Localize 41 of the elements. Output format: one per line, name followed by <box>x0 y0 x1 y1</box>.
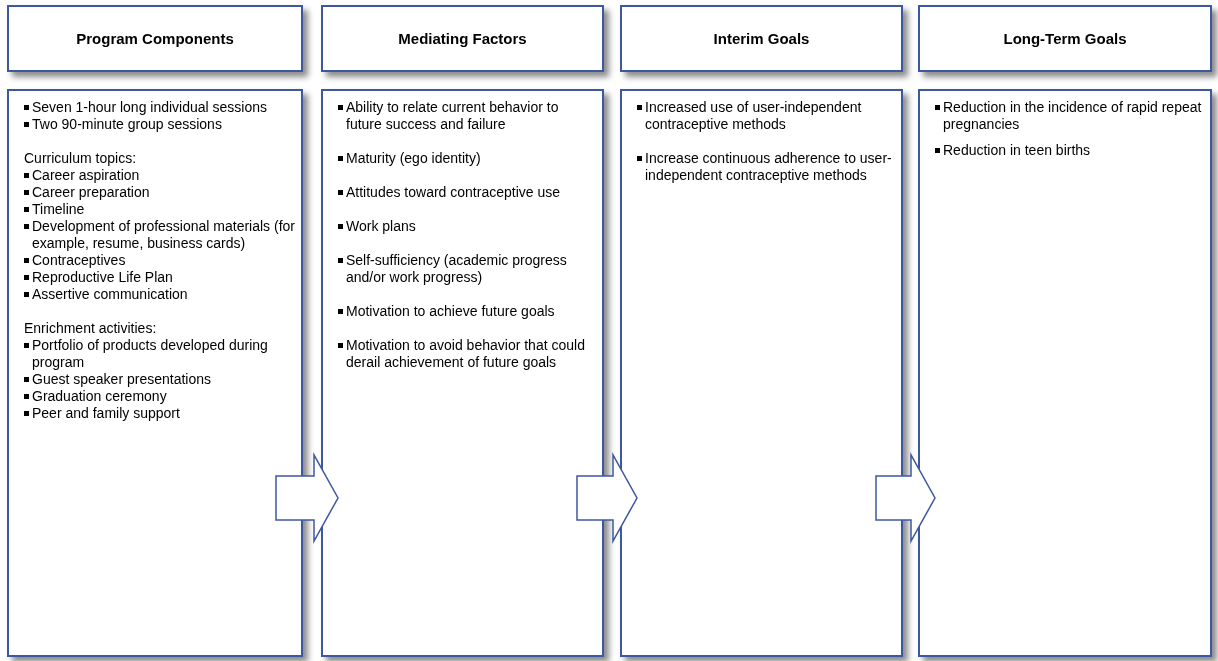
bullet-item: Work plans <box>323 218 596 235</box>
bullet-item: Reduction in teen births <box>920 142 1204 159</box>
block-arrow <box>576 452 638 544</box>
bullet-item: Seven 1-hour long individual sessions <box>9 99 295 116</box>
list-subheading: Curriculum topics: <box>23 150 138 167</box>
bullet-item: Two 90-minute group sessions <box>9 116 295 133</box>
bullet-item: Increase continuous adherence to user-independent contraceptive methods <box>622 150 895 184</box>
column-heading: Interim Goals <box>713 30 810 47</box>
bullet-item: Timeline <box>9 201 295 218</box>
bullet-item: Graduation ceremony <box>9 388 295 405</box>
column-content-box <box>7 89 303 657</box>
list-subheading: Enrichment activities: <box>23 320 158 337</box>
column-heading: Long-Term Goals <box>1003 30 1127 47</box>
bullet-item: Career preparation <box>9 184 295 201</box>
bullet-item: Portfolio of products developed during program <box>9 337 295 371</box>
bullet-item: Career aspiration <box>9 167 295 184</box>
bullet-item: Motivation to avoid behavior that could derail achievement of future goals <box>323 337 596 371</box>
bullet-item: Increased use of user-independent contraceptive methods <box>622 99 895 133</box>
bullet-item: Self-sufficiency (academic progress and/or work progress) <box>323 252 596 286</box>
column-content-box <box>918 89 1212 657</box>
bullet-item: Maturity (ego identity) <box>323 150 596 167</box>
bullet-item: Assertive communication <box>9 286 295 303</box>
column-heading: Mediating Factors <box>398 30 527 47</box>
bullet-item: Development of professional materials (for example, resume, business cards) <box>9 218 295 252</box>
column-header-box <box>918 5 1212 72</box>
column-header-box <box>620 5 903 72</box>
column-header-box <box>321 5 604 72</box>
column-heading: Program Components <box>76 30 234 47</box>
column-content-box <box>321 89 604 657</box>
bullet-item: Ability to relate current behavior to future success and failure <box>323 99 596 133</box>
block-arrow <box>875 452 936 544</box>
bullet-item: Motivation to achieve future goals <box>323 303 596 320</box>
bullet-item: Attitudes toward contraceptive use <box>323 184 596 201</box>
bullet-item: Reduction in the incidence of rapid repeat pregnancies <box>920 99 1204 133</box>
block-arrow <box>275 452 339 544</box>
bullet-item: Contraceptives <box>9 252 295 269</box>
column-content-box <box>620 89 903 657</box>
bullet-item: Reproductive Life Plan <box>9 269 295 286</box>
bullet-item: Guest speaker presentations <box>9 371 295 388</box>
bullet-item: Peer and family support <box>9 405 295 422</box>
column-header-box <box>7 5 303 72</box>
